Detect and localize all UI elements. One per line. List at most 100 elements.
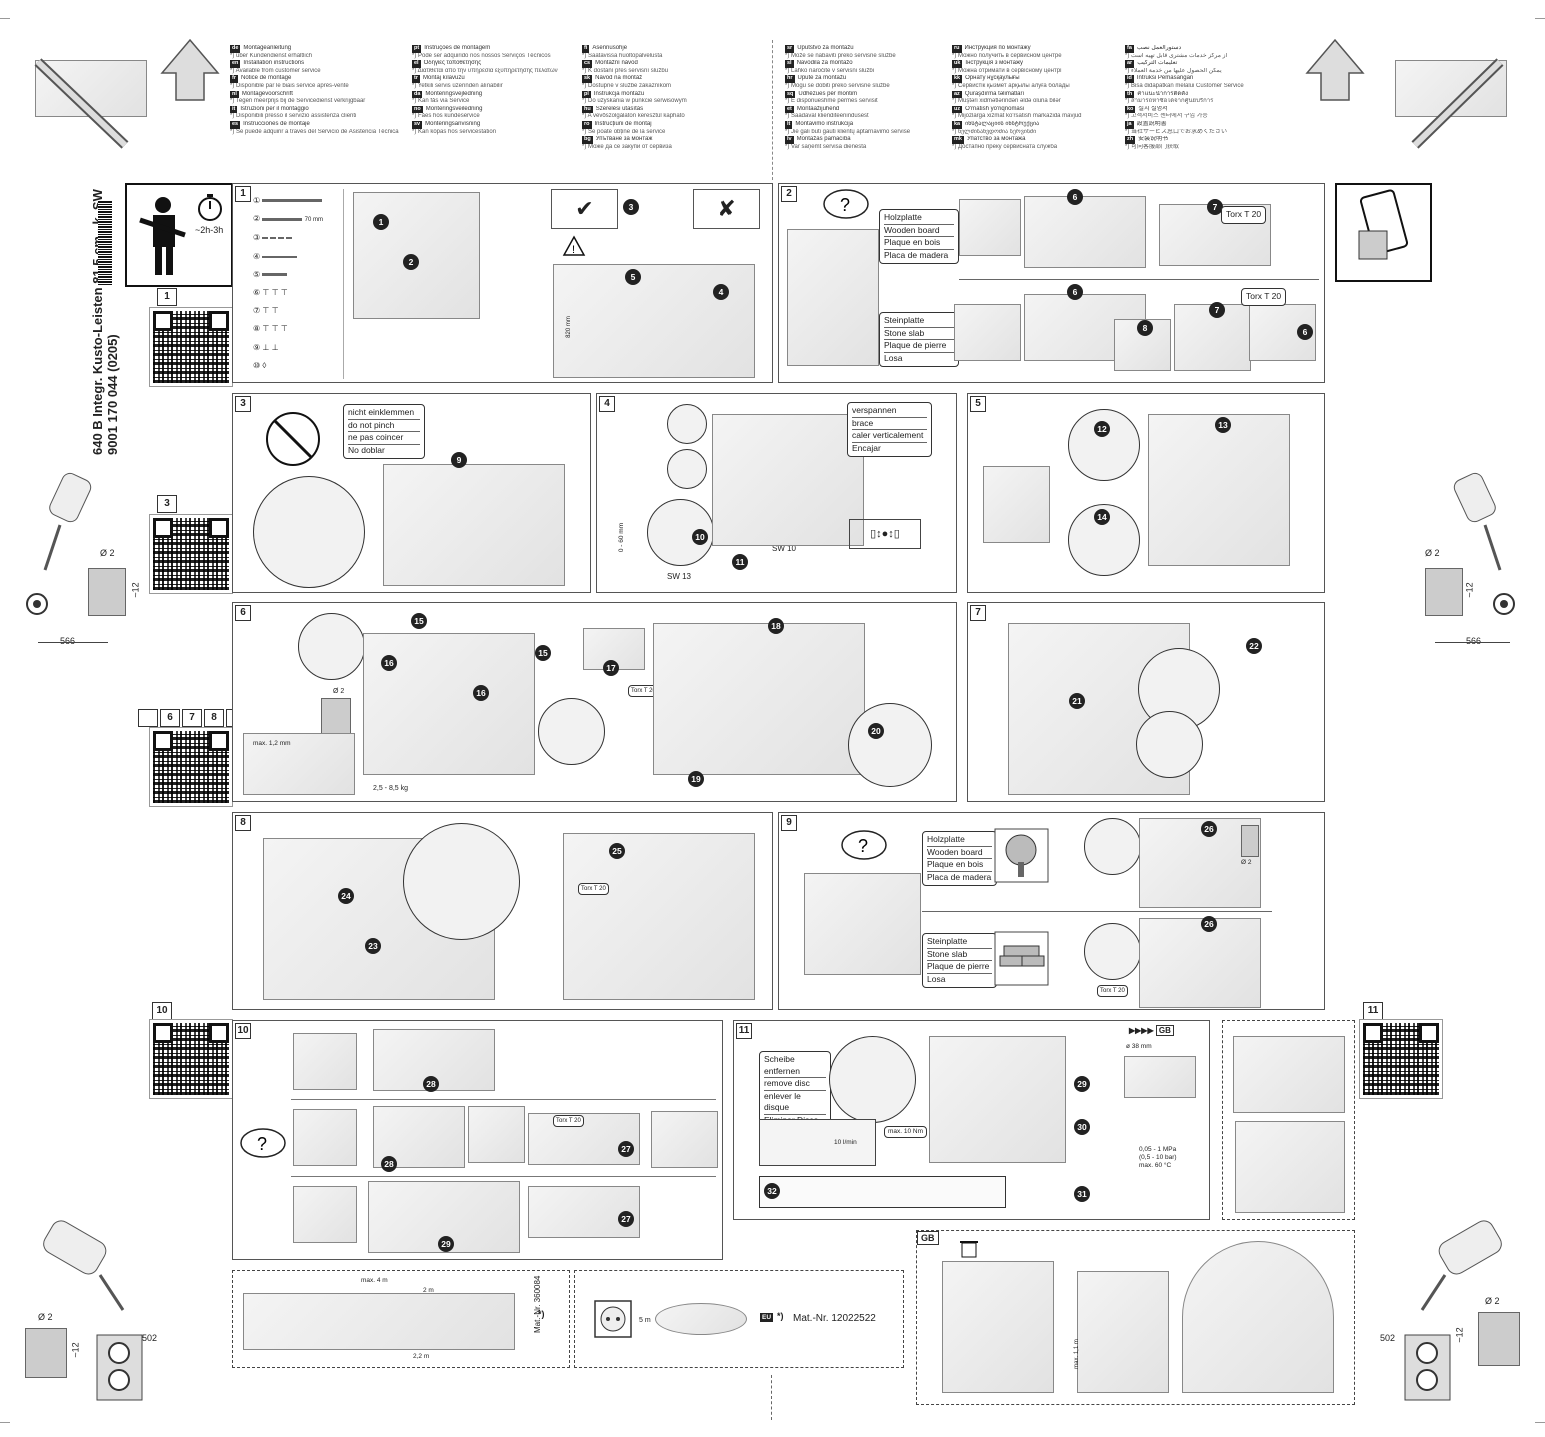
torx-label: Torx T 20 [578, 883, 609, 895]
detail-circle [538, 698, 605, 765]
illustration-drain [1124, 1056, 1196, 1098]
illustration-pliers [942, 1261, 1054, 1393]
detail-circle [253, 476, 365, 588]
hose-max: max. 4 m [361, 1277, 388, 1284]
step-badge: 26 [1201, 821, 1217, 837]
torx-label: Torx T 20 [1241, 288, 1287, 306]
dist-bl: 502 [142, 1333, 158, 1343]
dim-line [38, 642, 108, 643]
qr-code [149, 1019, 233, 1099]
step-badge: 21 [1069, 693, 1085, 709]
stopwatch-icon [198, 194, 222, 221]
qr-label-3: 3 [157, 495, 177, 513]
step-badge: 28 [381, 1156, 397, 1172]
torx-label: Torx T 20 [1097, 985, 1128, 997]
qr-code [149, 727, 233, 807]
trim-mark [1535, 1422, 1545, 1423]
dia-left: Ø 2 [100, 548, 115, 558]
detail-circle [298, 613, 365, 680]
tilt-warning-box: ! [1222, 1020, 1355, 1220]
divider [959, 279, 1319, 280]
depth-bl: ~12 [70, 1342, 81, 1358]
detail-circle [1084, 923, 1141, 980]
drill-dia: Ø 2 [333, 688, 345, 695]
illustration-bracket [954, 304, 1021, 361]
wrench-size: SW 13 [667, 572, 692, 581]
qr-label-11: 11 [1363, 1002, 1383, 1020]
step-badge: 5 [625, 269, 641, 285]
detail-circle [1084, 818, 1141, 875]
step-panel-8: 8 23 24 25 Torx T 20 [232, 812, 773, 1010]
wrench-size: SW 10 [772, 544, 797, 553]
hole-diagram [1478, 1312, 1520, 1366]
part-item: ⑨ ⊥ ⊥ [253, 342, 279, 352]
illustration-dishwasher [553, 264, 755, 378]
part-item: ⑩ ◊ [253, 360, 267, 370]
variant-panel-option [293, 1186, 357, 1243]
detail-circle [667, 404, 707, 444]
torx-label: Torx T 20 [1221, 206, 1267, 224]
illustration-dishwasher [787, 229, 879, 366]
remove-disc-labels: Scheibe entfernen remove disc enlever le… [759, 1051, 831, 1129]
depth-br: ~12 [1454, 1327, 1465, 1343]
hole-diagram [25, 1328, 67, 1378]
step-badge: 2 [403, 254, 419, 270]
trim-mark [1535, 18, 1545, 19]
step-badge: 6 [1297, 324, 1313, 340]
detail-circle [848, 703, 932, 787]
gb-arrow-label: ▶▶▶▶ GB [1129, 1025, 1174, 1036]
divider [922, 911, 1272, 912]
worker-icon [139, 197, 186, 275]
warning-strip [759, 1176, 1006, 1208]
qr-code [149, 514, 233, 594]
detail-circle [1136, 711, 1203, 778]
divider [291, 1176, 716, 1177]
smartphone-icon [1358, 189, 1409, 260]
question-cloud-icon: ? [240, 1128, 286, 1158]
illustration-dishwasher-connections [929, 1036, 1066, 1163]
step-badge: 23 [365, 938, 381, 954]
target-icon [1493, 593, 1515, 615]
step-badge: 7 [1207, 199, 1223, 215]
not-ok-illustration: ✘ [693, 189, 760, 229]
qr-label-6: 6 [160, 709, 180, 727]
step-panel-11: 11 Scheibe entfernen remove disc enlever… [733, 1020, 1210, 1220]
illustration-plinth-tool [528, 1113, 640, 1165]
board-type-labels: Holzplatte Wooden board Plaque en bois P… [922, 831, 997, 886]
illustration-dishwasher [1139, 818, 1261, 908]
pencil-icon [34, 58, 129, 149]
part-item: ① [253, 192, 353, 210]
step-badge: 19 [688, 771, 704, 787]
part-item: ⑦ ⊤ ⊤ [253, 306, 279, 316]
svg-text:?: ? [858, 836, 868, 856]
no-kink-illustration [759, 1119, 876, 1166]
dist-br: 502 [1380, 1333, 1396, 1343]
step-badge: 30 [1074, 1119, 1090, 1135]
illustration-hose-height [1077, 1271, 1169, 1393]
hose-dia: ø 38 mm [1126, 1043, 1152, 1050]
depth-left: ~12 [130, 582, 141, 598]
step-badge: 31 [1074, 1186, 1090, 1202]
time-label: ~2h-3h [195, 225, 224, 235]
step-badge: 6 [1067, 284, 1083, 300]
dia-right: Ø 2 [1425, 548, 1440, 558]
detail-circle [403, 823, 520, 940]
gb-label: GB [917, 1231, 939, 1245]
step-badge: 17 [603, 660, 619, 676]
step-badge: 26 [1201, 916, 1217, 932]
flow-rate: 10 l/min [834, 1139, 857, 1146]
question-cloud-icon: ? [823, 189, 869, 219]
pencil-icon [1411, 58, 1504, 149]
worker-time-box: ~2h-3h [125, 183, 233, 287]
drill-icon [43, 472, 92, 571]
part-item: ④ [253, 248, 353, 266]
part-item: ③ [253, 229, 353, 247]
step-panel-5: 5 12 13 14 [967, 393, 1325, 593]
illustration-dishwasher-small [983, 466, 1050, 543]
step-panel-1: 1 ① ② 70 mm ③ ④ ⑤ ⑥ ⊤ ⊤ ⊤ ⑦ ⊤ ⊤ ⑧ ⊤ ⊤ ⊤ … [232, 183, 773, 383]
hole-diagram [88, 568, 126, 616]
divider [291, 1099, 716, 1100]
height-dim: 820 mm [565, 316, 572, 338]
